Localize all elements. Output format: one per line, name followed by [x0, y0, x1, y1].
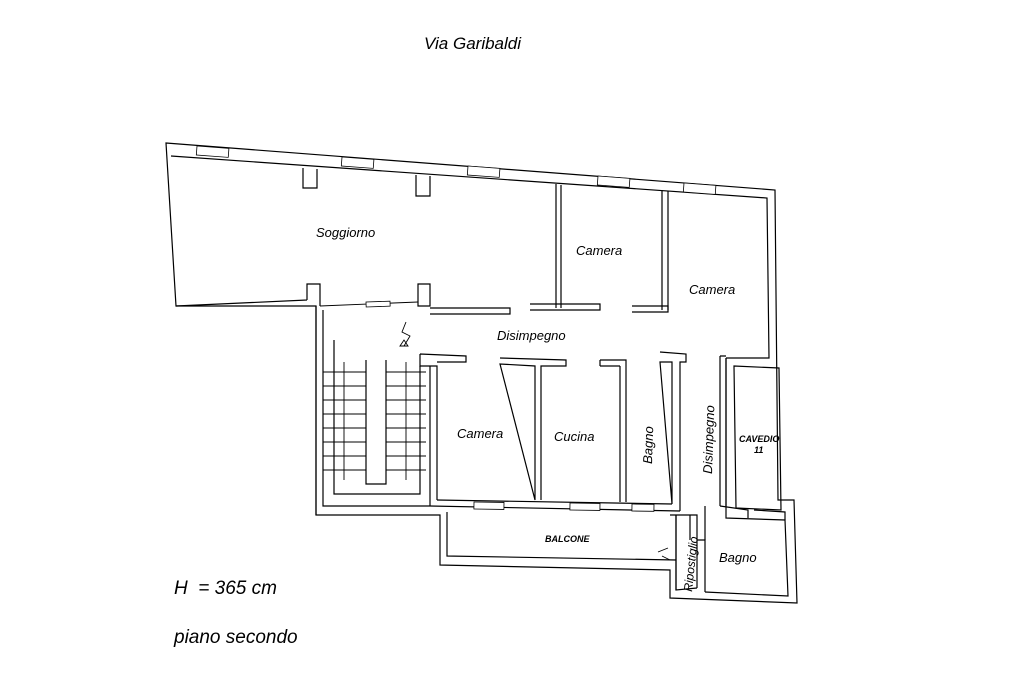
- wall-cucina-bagno: [599, 359, 627, 502]
- label-camera-1: Camera: [576, 243, 622, 258]
- label-bagno-2: Bagno: [719, 550, 757, 565]
- stair-arrow: [399, 321, 411, 347]
- soggiorno-bottom-wall: [175, 283, 321, 307]
- window-6: [473, 501, 505, 510]
- wall-soggiorno-camera: [555, 184, 562, 308]
- window-1: [195, 145, 230, 158]
- stair-core: [315, 306, 430, 515]
- label-camera-3: Camera: [457, 426, 503, 441]
- stair-treads-right: [386, 362, 426, 480]
- window-3: [466, 165, 501, 178]
- label-bagno-1: Bagno: [640, 426, 656, 464]
- disimpegno-top-wall-b: [530, 303, 601, 311]
- window-9: [365, 300, 391, 308]
- outer-wall-outer: [165, 142, 798, 604]
- label-disimpegno-2: Disimpegno: [700, 405, 717, 474]
- soggiorno-bottom-wall-right: [417, 283, 431, 307]
- label-cavedio-1: CAVEDIO: [739, 434, 779, 444]
- street-name: Via Garibaldi: [424, 34, 522, 53]
- outer-walls: [165, 142, 798, 604]
- label-soggiorno: Soggiorno: [316, 225, 375, 240]
- wall-bagno-disimpegno: [659, 351, 687, 505]
- cavedio-box: [733, 365, 782, 511]
- windows: [195, 145, 717, 512]
- outer-wall-inner: [170, 155, 789, 597]
- camera-front-wall: [419, 353, 467, 506]
- front-room-walls: [175, 168, 669, 315]
- disimpegno-top-wall-c: [632, 305, 669, 313]
- back-room-walls: [419, 351, 786, 592]
- window-8: [631, 503, 655, 512]
- floor-label: piano secondo: [174, 627, 298, 648]
- bagno-2-walls: [679, 504, 786, 540]
- door-swing: [657, 547, 671, 561]
- label-disimpegno-1: Disimpegno: [497, 328, 566, 343]
- stair-center-wall: [365, 360, 387, 485]
- pilaster-2: [415, 175, 431, 197]
- window-4: [596, 175, 631, 188]
- window-5: [682, 182, 717, 195]
- stair-outer-left: [315, 306, 430, 515]
- window-2: [340, 156, 375, 169]
- window-7: [569, 502, 601, 511]
- label-camera-2: Camera: [689, 282, 735, 297]
- label-balcone: BALCONE: [545, 534, 590, 544]
- ripostiglio-walls: [670, 514, 706, 592]
- stair-enclosure: [333, 340, 421, 495]
- label-ripostiglio: Ripostiglio: [681, 535, 701, 592]
- label-cavedio-2: 11: [754, 445, 763, 455]
- disimpegno-top-wall-a: [430, 307, 511, 315]
- height-note: H = 365 cm: [174, 578, 277, 599]
- label-cucina: Cucina: [554, 429, 594, 444]
- wall-camera-cucina: [499, 357, 567, 501]
- room-labels: Soggiorno Camera Camera Disimpegno Camer…: [316, 225, 779, 592]
- pilaster-1: [302, 168, 318, 189]
- stair-treads-left: [323, 362, 366, 480]
- wall-disimpegno-cavedio: [719, 355, 727, 506]
- wall-camera-camera: [661, 190, 669, 310]
